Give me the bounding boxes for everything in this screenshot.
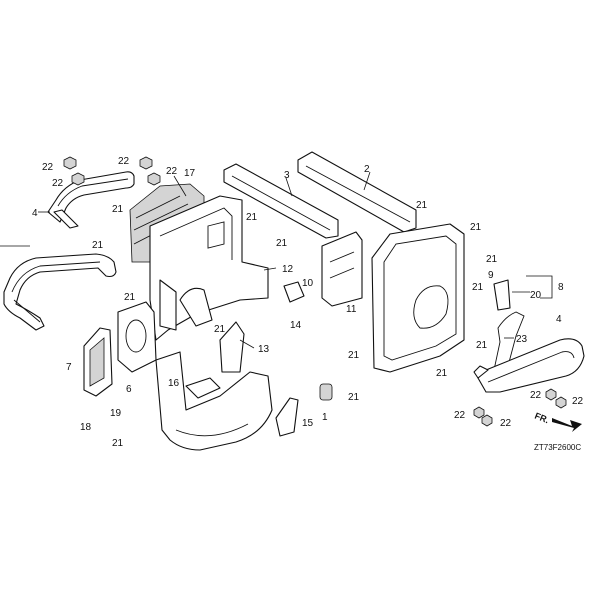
- handle-upper-left: [47, 171, 135, 229]
- callout-22c: 22: [118, 156, 130, 167]
- callout-8: 8: [558, 282, 564, 293]
- bracket-15: [275, 397, 299, 437]
- callout-12: 12: [282, 264, 294, 275]
- callouts: 1 2 3 4 4 6 7 8 9 10 11 12 13 14 15 16 1…: [32, 156, 584, 449]
- callout-13: 13: [258, 344, 270, 355]
- callout-21o: 21: [112, 438, 124, 449]
- callout-21d: 21: [246, 212, 258, 223]
- spacer-plate-6: [117, 301, 157, 373]
- callout-22b: 22: [52, 178, 64, 189]
- callout-21k: 21: [348, 350, 360, 361]
- callout-6: 6: [126, 384, 132, 395]
- callout-16: 16: [168, 378, 180, 389]
- handle-right: [473, 338, 585, 393]
- callout-21h: 21: [470, 222, 482, 233]
- callout-19: 19: [110, 408, 122, 419]
- clip-20: [493, 279, 511, 311]
- callout-22f: 22: [572, 396, 584, 407]
- callout-10: 10: [302, 278, 314, 289]
- callout-21e: 21: [276, 238, 288, 249]
- callout-15: 15: [302, 418, 314, 429]
- shroud-12: [149, 195, 269, 341]
- bolt-cluster-upper-left: [63, 156, 161, 186]
- callout-21l: 21: [348, 392, 360, 403]
- direction-label: FR.: [533, 411, 550, 426]
- leader-lines: [0, 171, 553, 349]
- callout-7: 7: [66, 362, 72, 373]
- callout-21f: 21: [214, 324, 226, 335]
- callout-22d: 22: [166, 166, 178, 177]
- handle-lower-left: [3, 253, 117, 331]
- callout-22a: 22: [42, 162, 54, 173]
- callout-17: 17: [184, 168, 196, 179]
- bolt-cluster-right: [473, 388, 567, 427]
- arrow-right-icon: [552, 418, 582, 432]
- front-direction-indicator: FR.: [533, 411, 582, 432]
- callout-11: 11: [346, 304, 357, 315]
- callout-21m: 21: [436, 368, 448, 379]
- callout-9: 9: [488, 270, 494, 281]
- rail-3: [223, 163, 339, 239]
- callout-21n: 21: [476, 340, 488, 351]
- callout-22h: 22: [500, 418, 512, 429]
- callout-4b: 4: [556, 314, 562, 325]
- callout-23: 23: [516, 334, 528, 345]
- plate-10-11: [321, 231, 363, 307]
- bracket-14: [283, 281, 305, 303]
- diagram-code: ZT73F2600C: [534, 443, 581, 452]
- callout-21b: 21: [92, 240, 104, 251]
- bracket-16: [185, 377, 221, 399]
- callout-21a: 21: [112, 204, 124, 215]
- bracket-7: [83, 327, 113, 397]
- callout-21g: 21: [416, 200, 428, 211]
- callout-14: 14: [290, 320, 302, 331]
- callout-20: 20: [530, 290, 542, 301]
- callout-18: 18: [80, 422, 92, 433]
- callout-3: 3: [284, 170, 290, 181]
- callout-21j: 21: [472, 282, 484, 293]
- lower-shell-13: [155, 321, 273, 451]
- callout-1: 1: [322, 412, 328, 423]
- rubber-mount-1: [319, 383, 333, 401]
- callout-22e: 22: [530, 390, 542, 401]
- callout-21c: 21: [124, 292, 136, 303]
- callout-4a: 4: [32, 208, 38, 219]
- callout-22g: 22: [454, 410, 466, 421]
- rail-2: [297, 151, 417, 233]
- callout-21i: 21: [486, 254, 498, 265]
- side-panel-9: [371, 223, 465, 373]
- callout-2: 2: [364, 164, 370, 175]
